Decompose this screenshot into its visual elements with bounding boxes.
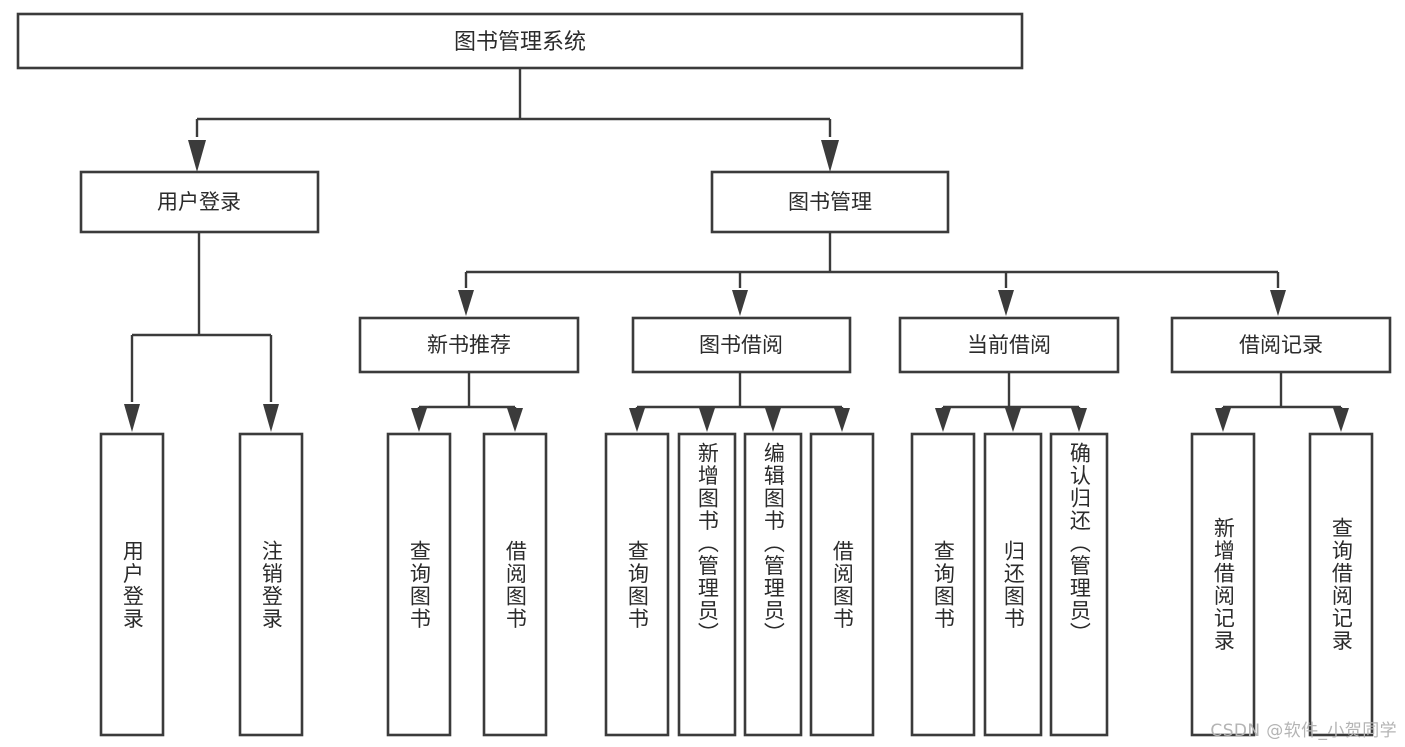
arrowhead-user-login [188,140,206,172]
node-book-borrow-label: 图书借阅 [699,333,783,357]
node-leaf-query-book-2-box[interactable] [604,432,670,737]
node-book-borrow[interactable]: 图书借阅 [631,316,852,374]
node-leaf-logout-box[interactable] [238,432,304,737]
connectors-layer [124,68,1349,432]
node-new-book-rec-box[interactable] [358,316,580,374]
arrowhead-book-manage [821,140,839,172]
arrowhead-leaf-query-record [1333,408,1349,432]
node-leaf-borrow-book-1-box[interactable] [482,432,548,737]
arrowhead-leaf-borrow-book-1 [507,408,523,432]
arrowhead-leaf-return-book [1005,408,1021,432]
node-book-borrow-box[interactable] [631,316,852,374]
arrowhead-new-book-rec [458,290,474,316]
arrowhead-leaf-add-record [1215,408,1231,432]
node-leaf-confirm-return-box[interactable] [1049,432,1109,737]
node-book-manage-label: 图书管理 [788,190,872,214]
node-current-borrow[interactable]: 当前借阅 [898,316,1120,374]
node-book-manage[interactable]: 图书管理 [710,170,950,234]
node-root-label: 图书管理系统 [454,30,586,55]
node-borrow-record[interactable]: 借阅记录 [1170,316,1392,374]
node-root-box[interactable] [16,12,1024,70]
arrowhead-leaf-query-book-2 [629,408,645,432]
arrowhead-leaf-query-book-1 [411,408,427,432]
node-user-login[interactable]: 用户登录 [79,170,320,234]
node-borrow-record-label: 借阅记录 [1239,333,1323,357]
node-user-login-label: 用户登录 [157,190,241,214]
arrowhead-leaf-user-login [124,404,140,432]
arrowhead-leaf-query-book-3 [935,408,951,432]
leaf-boxes-layer [99,432,1374,737]
node-book-manage-box[interactable] [710,170,950,234]
node-leaf-query-record-box[interactable] [1308,432,1374,737]
node-leaf-borrow-book-2-box[interactable] [809,432,875,737]
node-leaf-add-book-box[interactable] [677,432,737,737]
arrowhead-book-borrow [732,290,748,316]
node-borrow-record-box[interactable] [1170,316,1392,374]
node-leaf-query-book-3-box[interactable] [910,432,976,737]
node-new-book-rec[interactable]: 新书推荐 [358,316,580,374]
arrowhead-leaf-add-book [699,408,715,432]
node-root[interactable]: 图书管理系统 [16,12,1024,70]
node-leaf-query-book-1-box[interactable] [386,432,452,737]
node-leaf-return-book-box[interactable] [983,432,1043,737]
node-leaf-user-login-box[interactable] [99,432,165,737]
node-leaf-edit-book-box[interactable] [743,432,803,737]
node-leaf-add-record-box[interactable] [1190,432,1256,737]
csdn-watermark: CSDN @软件_小贺同学 [1210,721,1397,741]
arrowhead-leaf-logout [263,404,279,432]
node-user-login-box[interactable] [79,170,320,234]
arrowhead-leaf-confirm-return [1071,408,1087,432]
arrowhead-borrow-record [1270,290,1286,316]
arrowhead-leaf-borrow-book-2 [834,408,850,432]
node-current-borrow-label: 当前借阅 [967,333,1051,357]
node-new-book-rec-label: 新书推荐 [427,333,511,357]
arrowhead-current-borrow [998,290,1014,316]
node-current-borrow-box[interactable] [898,316,1120,374]
arrowhead-leaf-edit-book [765,408,781,432]
